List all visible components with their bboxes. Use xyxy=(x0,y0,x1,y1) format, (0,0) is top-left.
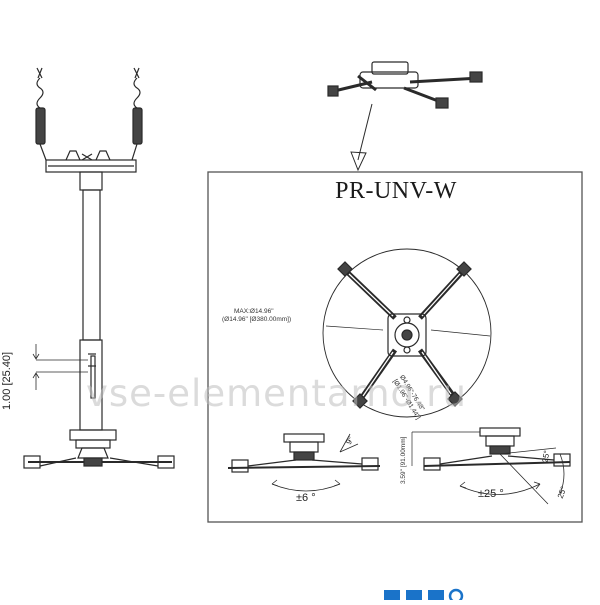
height-note: 3.59" [91.00mm] xyxy=(400,436,407,484)
left-cable xyxy=(35,67,47,161)
tilt-left-label: ±6 ° xyxy=(296,492,316,504)
vertical-dimension-label: 1.00 [25.40] xyxy=(1,351,13,410)
vertical-dimension-marks xyxy=(32,344,88,390)
tilt-right-label: ±25 ° xyxy=(478,488,504,500)
max-diameter-line2: (Ø14.96" [Ø380.00mm]) xyxy=(222,316,292,323)
top-view-adapter xyxy=(322,248,492,418)
max-diameter-line1: MAX:Ø14.96" xyxy=(234,308,274,315)
watermark: vse-elementarno.ru xyxy=(86,372,467,415)
tilt-detail-right xyxy=(411,427,571,505)
side-view-mount xyxy=(23,67,175,469)
top-thumbnail-adapter xyxy=(327,61,483,109)
ceiling-bracket xyxy=(45,150,137,173)
model-title: PR-UNV-W xyxy=(335,178,457,204)
right-cable xyxy=(131,67,143,161)
brand-logo-fragment xyxy=(384,584,474,600)
max-diameter-note: MAX:Ø14.96" (Ø14.96" [Ø380.00mm]) xyxy=(222,308,291,324)
arrow-down-left-icon xyxy=(350,103,373,172)
tilt-detail-left xyxy=(227,433,381,492)
projector-adapter-side xyxy=(23,429,175,469)
detail-frame xyxy=(207,171,583,523)
